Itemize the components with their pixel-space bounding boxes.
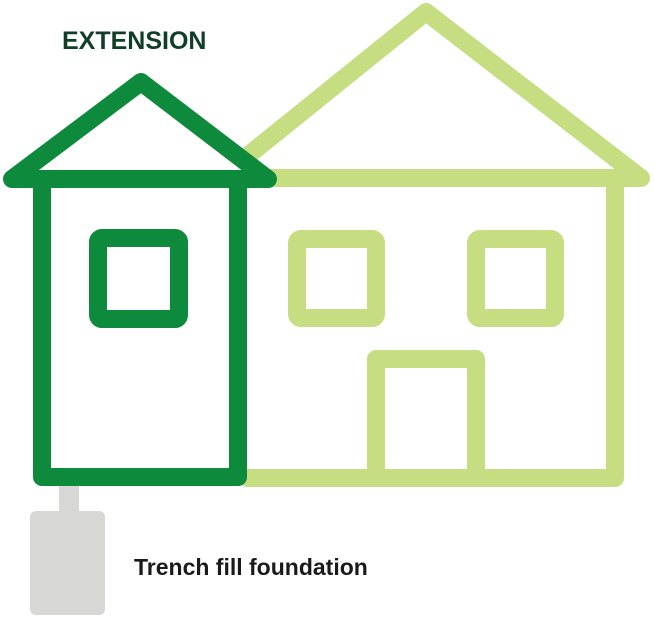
existing-house-walls [239,169,624,487]
existing-house-window-right [467,230,564,327]
extension-walls [33,170,247,486]
foundation-block [30,511,105,615]
existing-house-door [367,350,485,487]
existing-house-roof [236,3,650,187]
extension-roof [3,73,277,188]
existing-house [236,3,650,487]
extension-building [3,73,277,486]
foundation-label: Trench fill foundation [134,554,368,580]
existing-house-window-left [288,230,385,327]
trench-fill-foundation [30,484,105,615]
extension-label: EXTENSION [62,27,206,55]
extension-window [89,229,188,328]
